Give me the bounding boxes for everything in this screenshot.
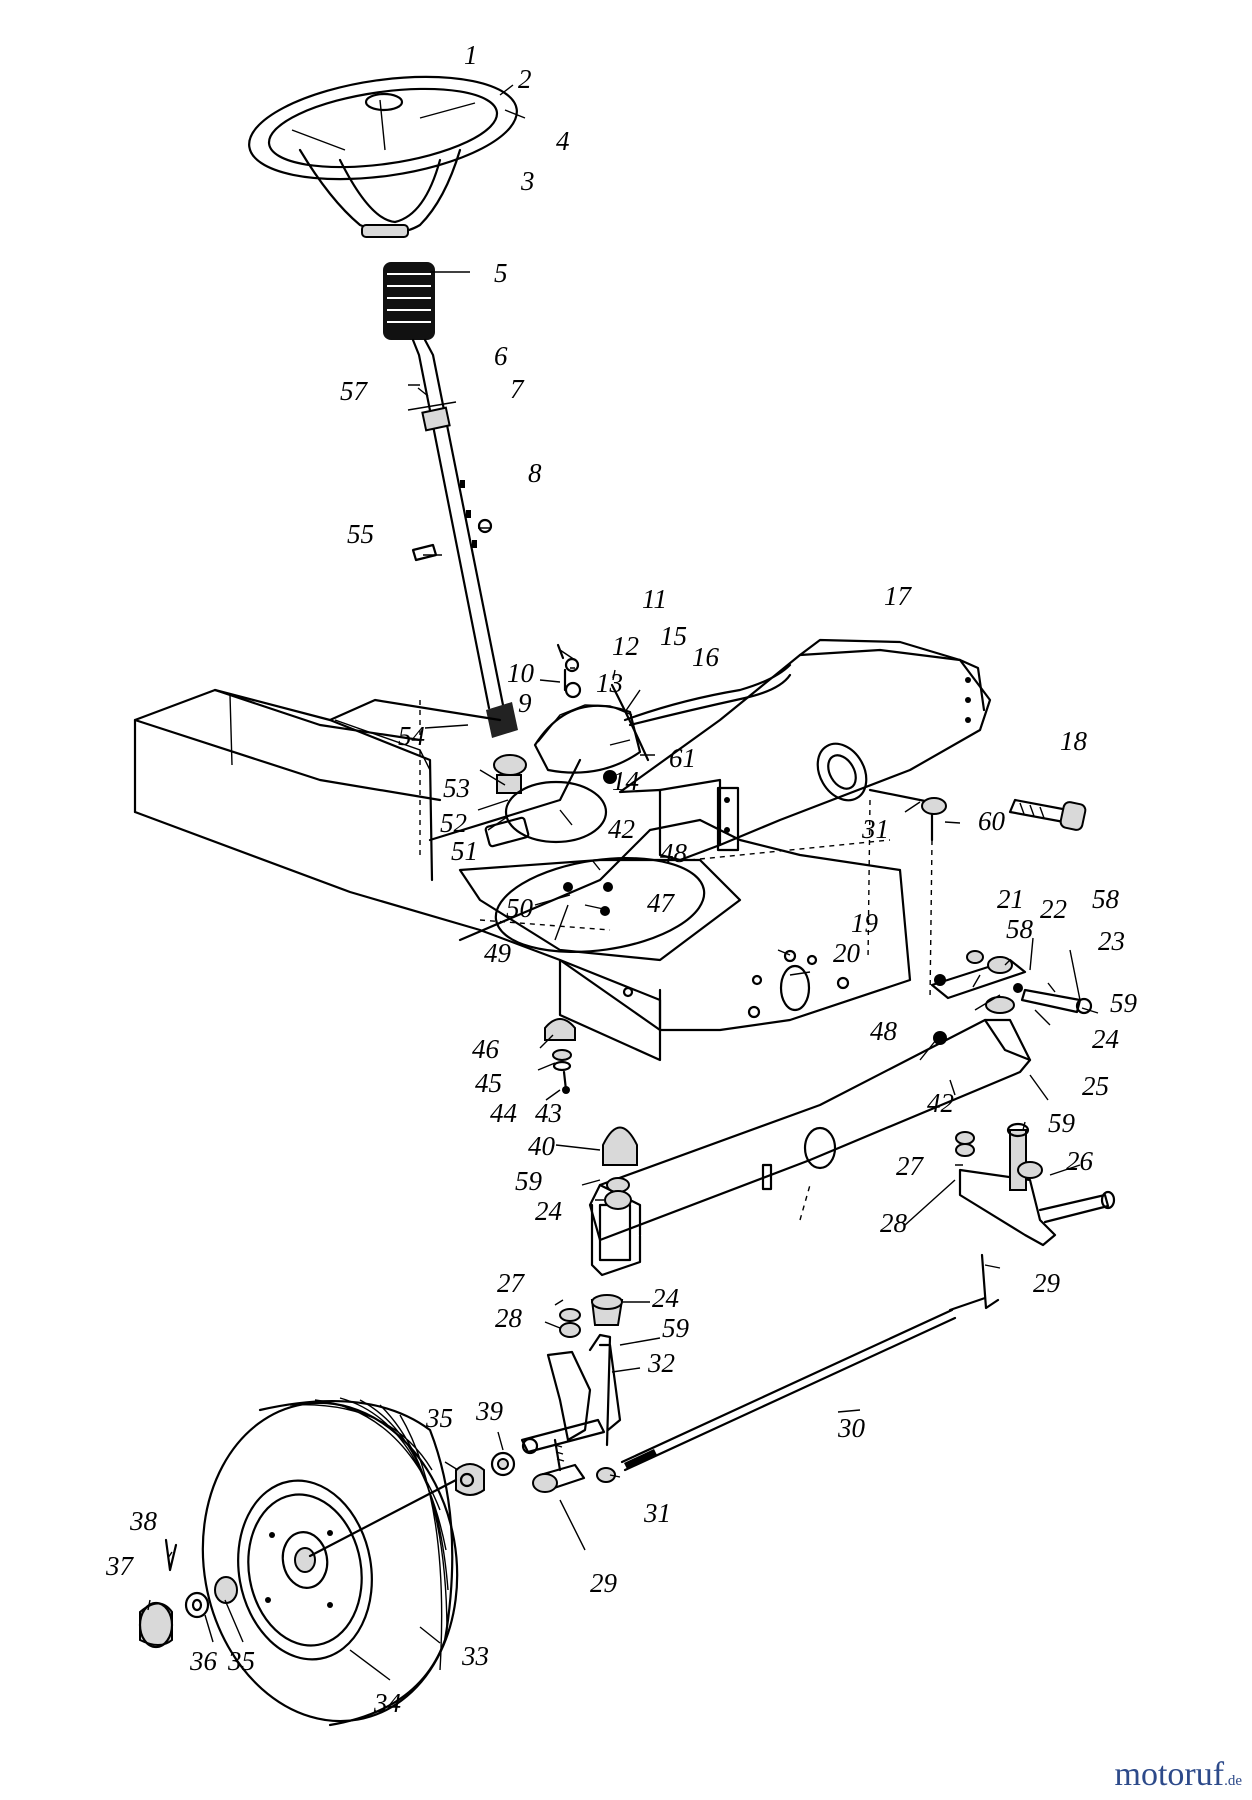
- callout-42: 42: [927, 1088, 954, 1118]
- watermark-logo: motoruf.de: [1115, 1756, 1242, 1794]
- callout-60: 60: [978, 806, 1006, 836]
- callout-25: 25: [1082, 1071, 1109, 1101]
- callout-27: 27: [896, 1151, 925, 1181]
- callout-27: 27: [497, 1268, 526, 1298]
- callout-47: 47: [647, 888, 676, 918]
- callout-2: 2: [518, 64, 532, 94]
- callout-7: 7: [510, 374, 525, 404]
- callout-57: 57: [340, 376, 369, 406]
- leader-lines: [147, 84, 1099, 1681]
- callout-53: 53: [443, 773, 470, 803]
- callout-39: 39: [475, 1396, 504, 1426]
- callout-29: 29: [590, 1568, 618, 1598]
- callout-55: 55: [347, 519, 374, 549]
- callout-54: 54: [398, 721, 425, 751]
- callout-3: 3: [520, 166, 535, 196]
- callout-30: 30: [837, 1413, 866, 1443]
- callout-38: 38: [129, 1506, 158, 1536]
- steering-boot: [383, 262, 435, 340]
- front-frame-bracket: [618, 638, 992, 862]
- callout-8: 8: [528, 458, 542, 488]
- callout-26: 26: [1066, 1146, 1094, 1176]
- lower-bolt-group: [544, 1018, 576, 1094]
- callout-20: 20: [833, 938, 861, 968]
- tractor-chassis: [133, 688, 912, 1062]
- callout-46: 46: [472, 1034, 500, 1064]
- callout-24: 24: [1092, 1024, 1119, 1054]
- left-spindle: [520, 1294, 624, 1455]
- callout-28: 28: [880, 1208, 908, 1238]
- steering-arm: [930, 950, 1093, 1045]
- cables: [623, 663, 792, 727]
- callout-58: 58: [1092, 884, 1120, 914]
- callout-16: 16: [692, 642, 720, 672]
- callout-4: 4: [556, 126, 570, 156]
- callout-29: 29: [1033, 1268, 1061, 1298]
- callout-48: 48: [660, 838, 688, 868]
- callout-59: 59: [1110, 988, 1138, 1018]
- pinion-gear: [484, 702, 530, 848]
- drag-link: [867, 788, 947, 1001]
- callout-labels: 1 2 3 4 5 6 7 57 8 55 11 17 12 15 16 10 …: [105, 40, 1138, 1718]
- callout-31: 31: [861, 814, 889, 844]
- callout-1: 1: [464, 40, 478, 70]
- callout-58: 58: [1006, 914, 1034, 944]
- callout-12: 12: [612, 631, 639, 661]
- callout-10: 10: [507, 658, 535, 688]
- wheel-bushing: [455, 1451, 516, 1496]
- callout-42: 42: [608, 814, 635, 844]
- callout-6: 6: [494, 341, 508, 371]
- front-wheel: [201, 1397, 459, 1727]
- callout-50: 50: [506, 893, 534, 923]
- callout-52: 52: [440, 808, 467, 838]
- callout-14: 14: [612, 766, 639, 796]
- callout-18: 18: [1060, 726, 1088, 756]
- watermark-brand: motoruf: [1114, 1756, 1225, 1793]
- callout-17: 17: [884, 581, 913, 611]
- callout-31: 31: [643, 1498, 671, 1528]
- callout-44: 44: [490, 1098, 517, 1128]
- callout-33: 33: [461, 1641, 489, 1671]
- callout-15: 15: [660, 621, 687, 651]
- callout-32: 32: [647, 1348, 675, 1378]
- right-spindle: [955, 1122, 1116, 1247]
- callout-28: 28: [495, 1303, 523, 1333]
- callout-34: 34: [373, 1688, 401, 1718]
- callout-49: 49: [484, 938, 512, 968]
- callout-24: 24: [652, 1283, 679, 1313]
- callout-37: 37: [105, 1551, 135, 1581]
- sector-gear: [533, 643, 650, 784]
- callout-51: 51: [451, 836, 478, 866]
- steering-wheel: [248, 75, 518, 238]
- callout-35: 35: [425, 1403, 453, 1433]
- callout-19: 19: [851, 908, 879, 938]
- callout-11: 11: [642, 584, 667, 614]
- callout-36: 36: [189, 1646, 218, 1676]
- steering-shaft: [411, 338, 505, 710]
- callout-43: 43: [535, 1098, 562, 1128]
- watermark-suffix: .de: [1224, 1773, 1242, 1789]
- callout-24: 24: [535, 1196, 562, 1226]
- callout-13: 13: [596, 668, 623, 698]
- pivot-bolt: [1008, 798, 1087, 831]
- callout-59: 59: [1048, 1108, 1076, 1138]
- callout-48: 48: [870, 1016, 898, 1046]
- callout-21: 21: [997, 884, 1024, 914]
- callout-45: 45: [475, 1068, 502, 1098]
- callout-59: 59: [662, 1313, 690, 1343]
- callout-5: 5: [494, 258, 508, 288]
- callout-35: 35: [227, 1646, 255, 1676]
- callout-23: 23: [1098, 926, 1125, 956]
- callout-59: 59: [515, 1166, 543, 1196]
- tie-rod: [532, 1253, 1000, 1493]
- left-axle-bushings: [602, 1126, 638, 1210]
- callout-61: 61: [669, 743, 696, 773]
- callout-9: 9: [518, 688, 532, 718]
- hub-cap: [138, 1538, 238, 1649]
- callout-40: 40: [528, 1131, 556, 1161]
- callout-22: 22: [1040, 894, 1067, 924]
